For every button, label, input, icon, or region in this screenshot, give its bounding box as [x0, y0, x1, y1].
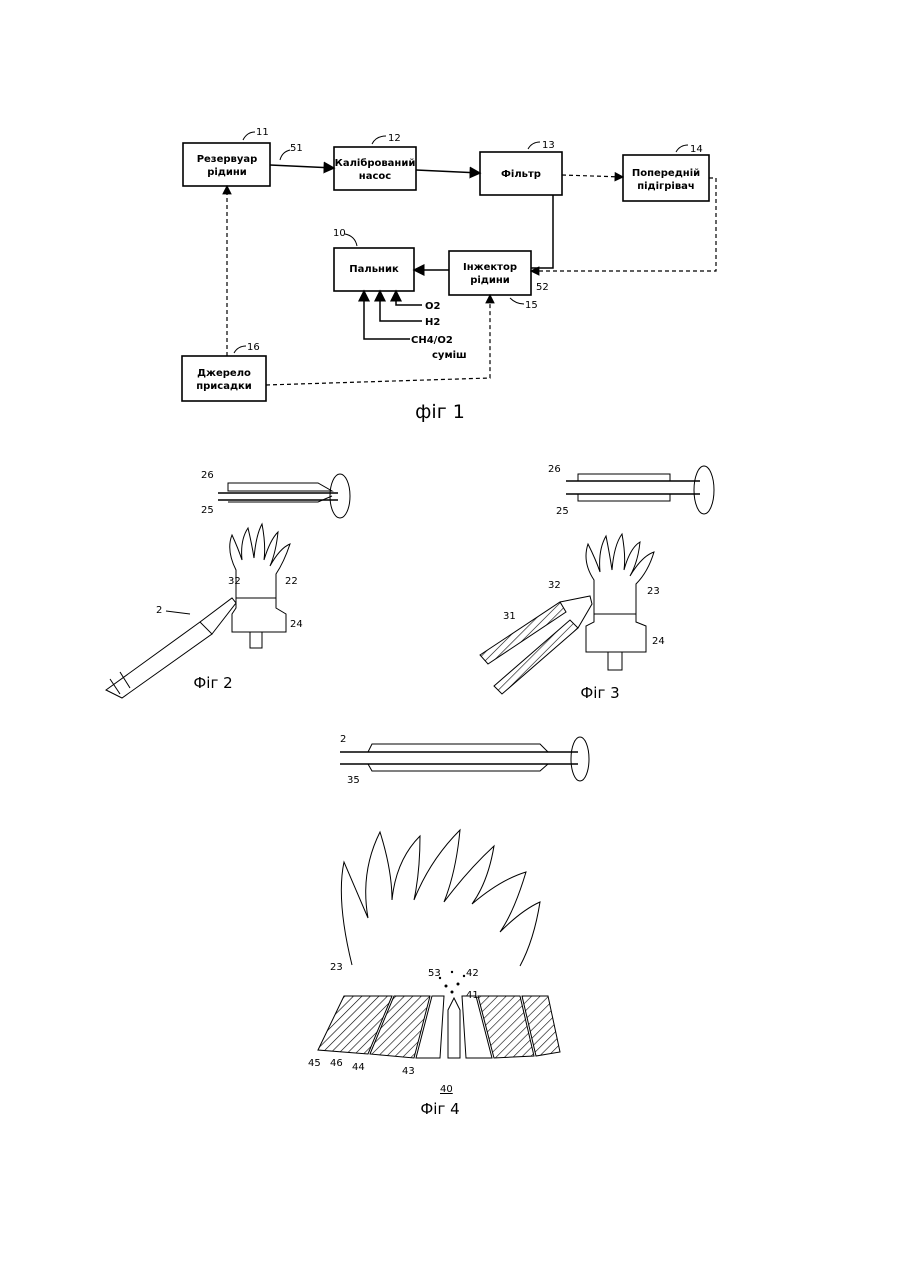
flow-pump-filter	[416, 170, 480, 173]
ref-51: 51	[290, 143, 303, 154]
fig2-ref-26: 26	[201, 470, 214, 481]
filter-label: Фільтр	[501, 169, 541, 180]
fig4-flame	[341, 830, 540, 966]
fig-rod-coated: 2 35	[340, 734, 589, 786]
fig4-ref-41: 41	[466, 990, 479, 1001]
rod-ref-2: 2	[340, 734, 346, 745]
preheater-label-2: підігрівач	[637, 181, 695, 192]
fig4-drawing: 23 53 42 41 45 46 44 43 40 Фіг 4	[308, 830, 560, 1118]
fig4-ref-40: 40	[440, 1084, 453, 1095]
fig4-caption: Фіг 4	[420, 1100, 459, 1118]
flow-reservoir-pump	[270, 165, 334, 168]
box-preheater: Попередній підігрівач 14	[623, 144, 709, 201]
preheater-label: Попередній	[632, 168, 700, 179]
flow-filter-injector	[531, 195, 553, 268]
fig2-ref-32: 32	[228, 576, 241, 587]
ref-16: 16	[247, 342, 260, 353]
fig3-burner: 24	[586, 614, 665, 670]
dopant-label-2: присадки	[196, 381, 252, 392]
injector-label: Інжектор	[463, 262, 517, 273]
fig4-ref-23: 23	[330, 962, 343, 973]
box-pump: Калібрований насос 12	[334, 133, 416, 190]
fig2-substrate-rod: 26 25	[201, 470, 350, 518]
box-injector: Інжектор рідини 15	[449, 251, 538, 311]
pump-label-2: насос	[359, 171, 391, 182]
fig3-ref-24: 24	[652, 636, 665, 647]
fig2-ref-2: 2	[156, 605, 162, 616]
fig2-burner: 24	[232, 598, 303, 648]
fig2-ref-22: 22	[285, 576, 298, 587]
fig4-ref-43: 43	[402, 1066, 415, 1077]
dopant-label: Джерело	[197, 368, 251, 379]
fig3-injector: 32 31	[480, 580, 592, 694]
gas-o2-line	[396, 291, 422, 305]
burner-label: Пальник	[349, 264, 399, 275]
fig4-ref-44: 44	[352, 1062, 365, 1073]
fig3-drawing: 26 25 23 24 32 31 Фіг 3	[480, 464, 714, 702]
flow-dopant-injector	[266, 295, 490, 385]
gas-h2-label: H2	[425, 317, 440, 328]
gas-h2-line	[380, 291, 422, 321]
fig2-ref-24: 24	[290, 619, 303, 630]
reservoir-label: Резервуар	[197, 154, 258, 165]
fig4-ref-46: 46	[330, 1058, 343, 1069]
fig2-caption: Фіг 2	[193, 674, 232, 692]
ref-13: 13	[542, 140, 555, 151]
reservoir-label-2: рідини	[207, 167, 247, 178]
fig3-ref-25: 25	[556, 506, 569, 517]
fig3-ref-26: 26	[548, 464, 561, 475]
fig4-ref-45: 45	[308, 1058, 321, 1069]
injector-label-2: рідини	[470, 275, 510, 286]
ref-12: 12	[388, 133, 401, 144]
fig3-ref-23: 23	[647, 586, 660, 597]
ref-11: 11	[256, 127, 269, 138]
gas-o2-label: O2	[425, 301, 441, 312]
fig1-caption: фіг 1	[415, 401, 465, 423]
ref-52: 52	[536, 282, 549, 293]
ref-15: 15	[525, 300, 538, 311]
box-reservoir: Резервуар рідини 11	[183, 127, 270, 186]
fig3-ref-31: 31	[503, 611, 516, 622]
fig3-flame	[586, 534, 654, 614]
box-dopant: Джерело присадки 16	[182, 342, 266, 401]
gas-ch4-line	[364, 291, 410, 339]
fig4-burner-head	[318, 971, 560, 1058]
fig1-block-diagram: Резервуар рідини 11 Калібрований насос 1…	[182, 127, 716, 423]
fig3-caption: Фіг 3	[580, 684, 619, 702]
rod-ref-35: 35	[347, 775, 360, 786]
fig2-drawing: 26 25 22 24 32 2 Фіг 2	[106, 470, 350, 698]
gas-mix-label: суміш	[432, 350, 467, 361]
fig3-ref-32: 32	[548, 580, 561, 591]
ref-10: 10	[333, 228, 346, 239]
fig2-ref-25: 25	[201, 505, 214, 516]
flow-filter-preheater	[562, 175, 623, 177]
box-burner: Пальник 10	[333, 228, 414, 291]
ref-14: 14	[690, 144, 703, 155]
fig4-ref-42: 42	[466, 968, 479, 979]
box-filter: Фільтр 13	[480, 140, 562, 195]
fig4-ref-53: 53	[428, 968, 441, 979]
pump-label: Калібрований	[335, 157, 416, 169]
fig3-substrate-rod: 26 25	[548, 464, 714, 517]
gas-ch4-label: CH4/O2	[411, 335, 453, 346]
